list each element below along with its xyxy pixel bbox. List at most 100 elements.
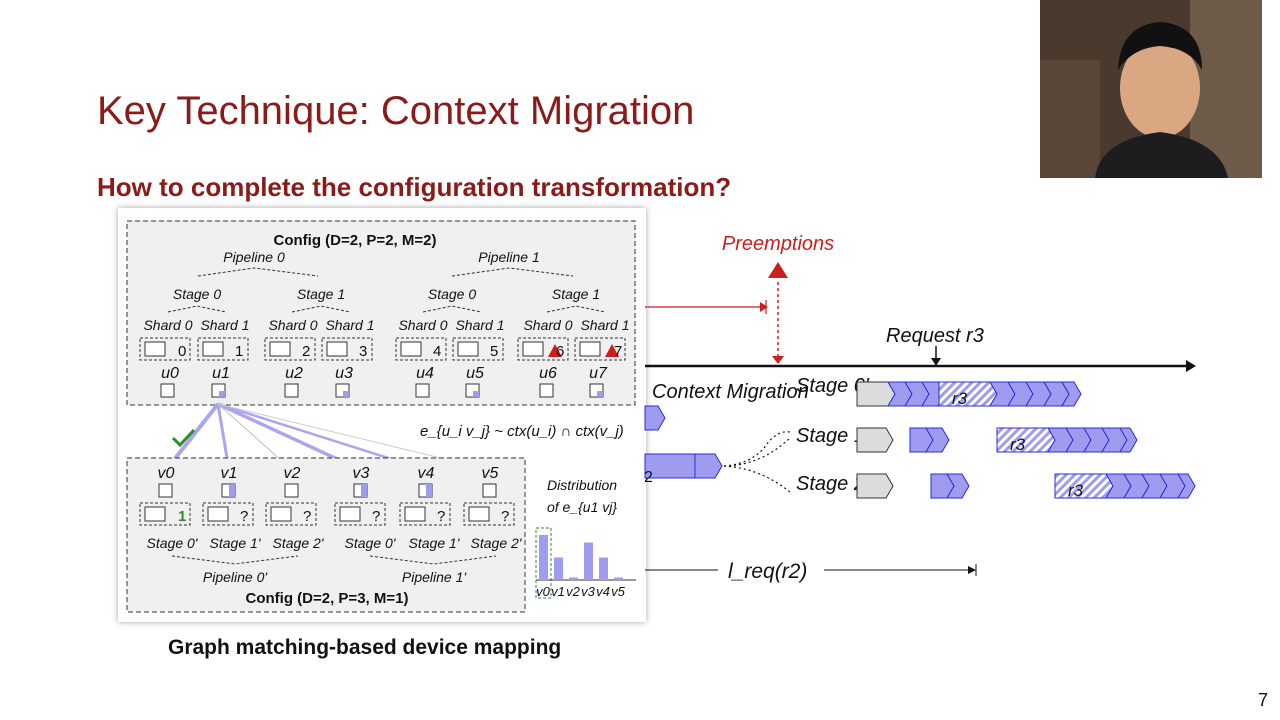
node-label: u2 — [285, 365, 303, 382]
shard-label: Shard 1 — [325, 317, 374, 333]
gpu-box: ? — [399, 502, 451, 526]
shard-label: Shard 0 — [268, 317, 317, 333]
gpu-id: 7 — [614, 343, 622, 360]
lreq-label: l_req(r2) — [728, 560, 807, 583]
context-migration-label: Context Migration — [652, 381, 809, 403]
stage-label: Stage 1' — [409, 535, 461, 551]
gpu-id: ? — [372, 508, 380, 525]
stage-label: Stage 2' — [471, 535, 523, 551]
node-square — [160, 383, 604, 398]
slide-title: Key Technique: Context Migration — [97, 88, 695, 133]
gpu-box: 5 — [452, 337, 504, 361]
presenter-webcam — [1040, 0, 1262, 178]
distribution-tick-label: v1 — [551, 584, 565, 599]
stage-label: Stage 1 — [297, 286, 345, 302]
figure-caption: Graph matching-based device mapping — [168, 636, 562, 659]
stage-label: Stage 0' — [345, 535, 397, 551]
gpu-box: ? — [463, 502, 515, 526]
gpu-id: ? — [303, 508, 311, 525]
pipeline-label: Pipeline 1' — [402, 569, 467, 585]
preemption-warning-icon — [768, 262, 788, 278]
distribution-subtitle: of e_{u1 vj} — [547, 499, 617, 515]
shard-label: Shard 0 — [143, 317, 192, 333]
gpu-id: 5 — [490, 343, 498, 360]
gpu-box: ? — [202, 502, 254, 526]
distribution-bar — [539, 535, 548, 580]
node-label: v1 — [221, 465, 238, 482]
gpu-id: ? — [240, 508, 248, 525]
stage-label: Stage 0' — [796, 375, 870, 397]
shard-label: Shard 1 — [200, 317, 249, 333]
stage-label: Stage 1' — [796, 425, 870, 447]
stage-label: Stage 0 — [173, 286, 221, 302]
timeline-diagram: Preemptions Request r3 Context Migration… — [644, 233, 1196, 583]
node-label: v5 — [482, 465, 499, 482]
distribution-tick-label: v3 — [581, 584, 596, 599]
gpu-id: 2 — [302, 343, 310, 360]
gpu-box: 0 — [139, 337, 191, 361]
edge-formula: e_{u_i v_j} ~ ctx(u_i) ∩ ctx(v_j) — [420, 423, 624, 440]
stage-label: Stage 0 — [428, 286, 476, 302]
distribution-bar — [614, 577, 623, 580]
gpu-id: ? — [437, 508, 445, 525]
node-label: v3 — [353, 465, 370, 482]
stage-1-row: r3 — [856, 427, 1138, 454]
request-chunk-label: r3 — [1010, 435, 1026, 454]
distribution-title: Distribution — [547, 477, 617, 493]
request-chunk-label: r3 — [952, 389, 968, 408]
node-label: u0 — [161, 365, 179, 382]
gpu-id: ? — [501, 508, 509, 525]
node-label: u7 — [589, 365, 608, 382]
gpu-box: 1 — [197, 337, 249, 361]
distribution-tick-label: v5 — [611, 584, 626, 599]
node-label: v4 — [418, 465, 435, 482]
stage-label: Stage 1 — [552, 286, 600, 302]
stage-label: Stage 0' — [147, 535, 199, 551]
bottom-config-box — [126, 457, 526, 613]
check-icon — [171, 428, 196, 448]
warning-icon — [548, 344, 562, 357]
distribution-bar — [584, 542, 593, 580]
shard-label: Shard 0 — [523, 317, 572, 333]
page-number: 7 — [1258, 690, 1269, 710]
request-chunk-label: r3 — [1068, 481, 1084, 500]
gpu-id: 3 — [359, 343, 367, 360]
distribution-bar — [554, 557, 563, 580]
bottom-config-label: Config (D=2, P=3, M=1) — [246, 590, 409, 607]
node-label: u1 — [212, 365, 230, 382]
distribution-tick-label: v0 — [536, 584, 551, 599]
stage-label: Stage 1' — [210, 535, 262, 551]
warning-icon — [605, 344, 619, 357]
pipeline-label: Pipeline 0 — [223, 249, 285, 265]
gpu-id: 1 — [235, 343, 243, 360]
gpu-box: 7 — [574, 337, 626, 361]
stage-0-row: r3 — [856, 381, 1082, 408]
node-label: v0 — [158, 465, 175, 482]
distribution-tick-label: v2 — [566, 584, 581, 599]
gpu-box: ? — [265, 502, 317, 526]
gpu-box: 4 — [395, 337, 447, 361]
graph-matching-figure: Config (D=2, P=2, M=2) Pipeline 0 Pipeli… — [118, 208, 646, 622]
gpu-id: 6 — [556, 343, 564, 360]
gpu-id: 0 — [178, 343, 186, 360]
node-label: u3 — [335, 365, 353, 382]
stage-label: Stage 2' — [273, 535, 325, 551]
shard-label: Shard 1 — [455, 317, 504, 333]
selected-bar-highlight — [535, 527, 552, 599]
distribution-tick-label: v4 — [596, 584, 610, 599]
request-label: Request r3 — [886, 325, 984, 347]
gpu-box: ? — [334, 502, 386, 526]
slide-subtitle: How to complete the configuration transf… — [97, 172, 732, 202]
node-label: u5 — [466, 365, 484, 382]
node-square — [158, 483, 497, 498]
distribution-bars — [539, 535, 623, 580]
gpu-box: 2 — [264, 337, 316, 361]
shard-label: Shard 0 — [398, 317, 447, 333]
gpu-id: 1 — [178, 508, 186, 525]
pipeline-label: Pipeline 0' — [203, 569, 268, 585]
pipeline-label: Pipeline 1 — [478, 249, 540, 265]
distribution-bar — [569, 577, 578, 580]
partial-label: 2 — [644, 469, 653, 486]
shard-label: Shard 1 — [580, 317, 629, 333]
stage-2-row: r3 — [856, 473, 1196, 500]
